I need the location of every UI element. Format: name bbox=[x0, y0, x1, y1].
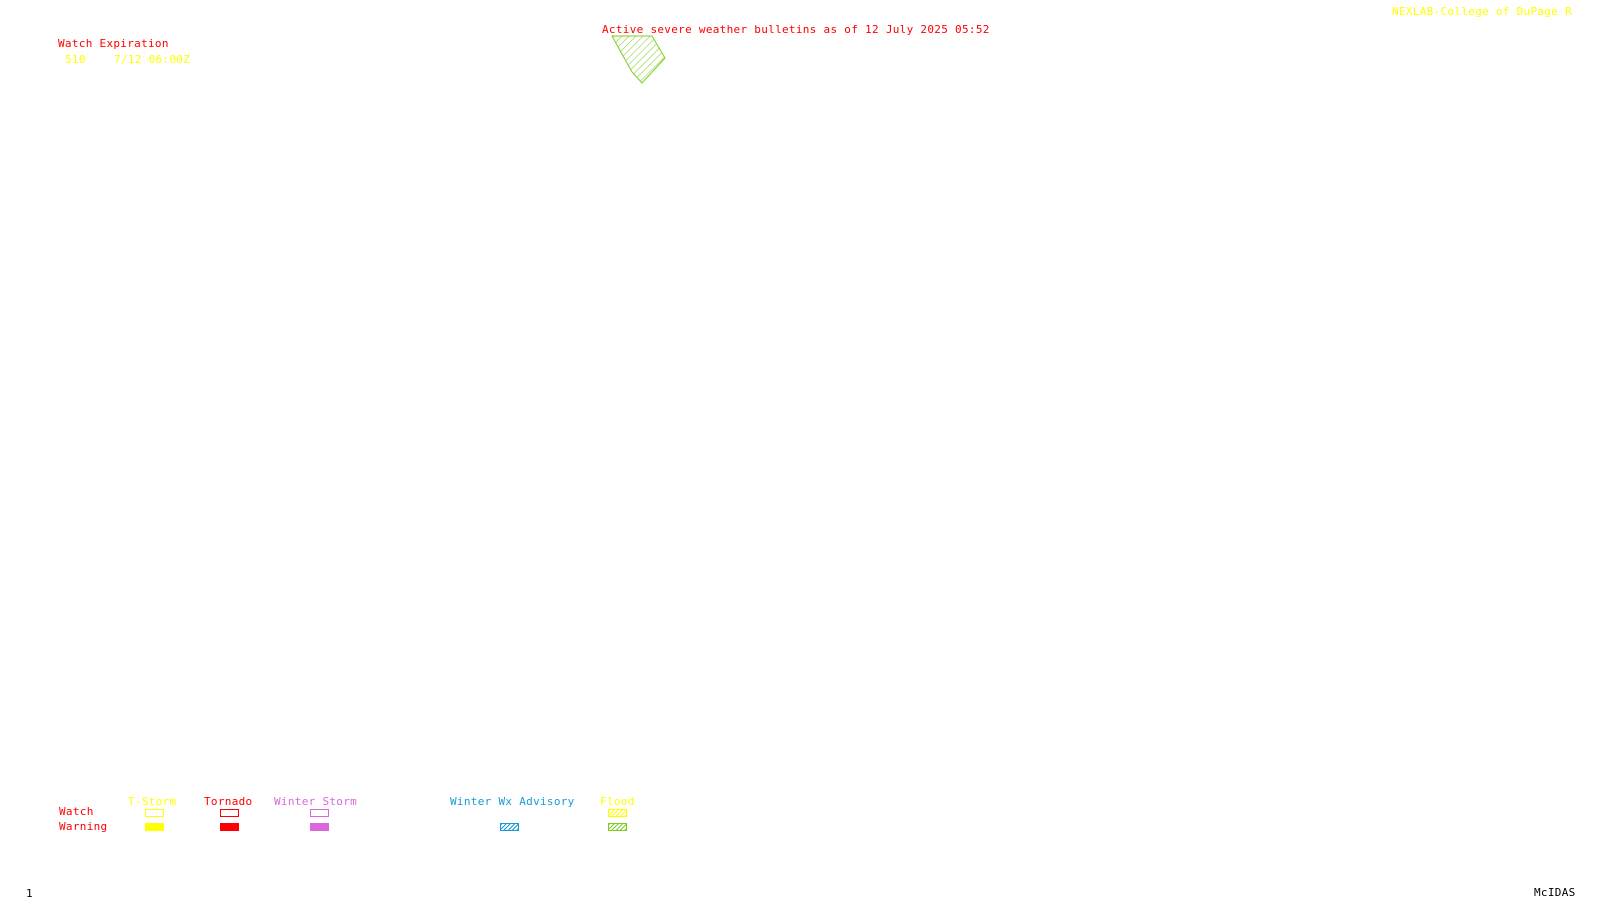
watch-expiration-heading: Watch Expiration bbox=[58, 37, 169, 50]
legend-t-storm-watch-swatch bbox=[145, 809, 164, 817]
legend-flood-warning-swatch bbox=[608, 823, 627, 831]
legend-tornado-watch-swatch bbox=[220, 809, 239, 817]
legend-t-storm-warning-swatch bbox=[145, 823, 164, 831]
legend-winter-wx-advisory-heading: Winter Wx Advisory bbox=[450, 795, 575, 808]
legend-warning-label: Warning bbox=[59, 820, 108, 833]
credit-label: NEXLAB-College of DuPage R bbox=[1392, 5, 1572, 18]
legend-tornado-heading: Tornado bbox=[204, 795, 253, 808]
legend-tornado-warning-swatch bbox=[220, 823, 239, 831]
page-number: 1 bbox=[26, 887, 33, 900]
legend-flood-heading: Flood bbox=[600, 795, 635, 808]
legend-winter-storm-watch-swatch bbox=[310, 809, 329, 817]
legend-winter-storm-heading: Winter Storm bbox=[274, 795, 358, 808]
legend-watch-label: Watch bbox=[59, 805, 94, 818]
legend-t-storm-heading: T-Storm bbox=[128, 795, 177, 808]
watch-expiration-time: 7/12 06:00Z bbox=[114, 53, 191, 66]
watch-number: 510 bbox=[65, 53, 86, 66]
legend-winter-wx-advisory-warning-swatch bbox=[500, 823, 519, 831]
legend-winter-storm-warning-swatch bbox=[310, 823, 329, 831]
legend-flood-watch-swatch bbox=[608, 809, 627, 817]
flood-warning-area[interactable] bbox=[611, 35, 666, 84]
bulletin-title: Active severe weather bulletins as of 12… bbox=[602, 23, 990, 36]
program-label: McIDAS bbox=[1534, 886, 1576, 899]
